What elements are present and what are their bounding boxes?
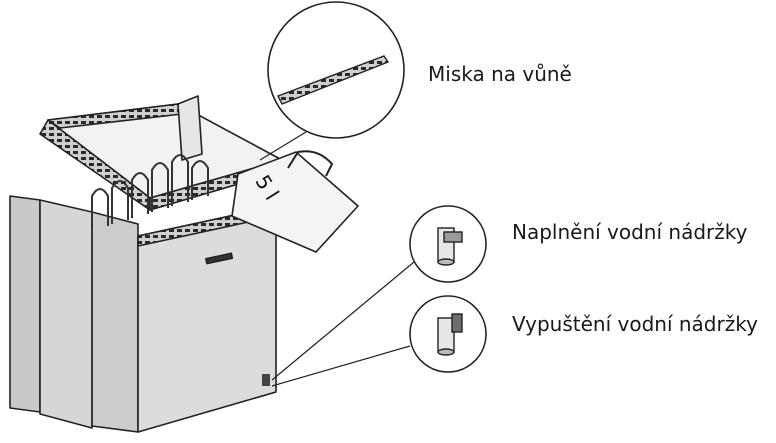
drain-valve-callout xyxy=(271,295,487,387)
aroma-cup-label: Miska na vůně xyxy=(428,62,572,86)
drain-tank-label: Vypuštění vodní nádržky xyxy=(512,312,758,336)
heating-elements xyxy=(91,154,209,230)
fill-valve-icon xyxy=(437,227,463,266)
heater-front-left-panel xyxy=(39,199,93,429)
heater-side-panel xyxy=(9,195,41,413)
heater-valve-nub xyxy=(262,374,270,386)
water-tank-lid xyxy=(231,150,360,253)
aroma-cup-callout xyxy=(259,1,405,161)
heater-front-middle-panel xyxy=(91,211,139,433)
aroma-cup-icon xyxy=(277,55,390,105)
drain-valve-icon xyxy=(437,313,463,356)
water-tank-handle xyxy=(287,150,334,177)
heater-body xyxy=(9,95,287,433)
heater-back-peak xyxy=(177,95,203,161)
front-panel-slot xyxy=(205,252,234,265)
fill-tank-label: Naplnění vodní nádržky xyxy=(512,220,748,244)
fill-valve-callout xyxy=(271,205,487,381)
